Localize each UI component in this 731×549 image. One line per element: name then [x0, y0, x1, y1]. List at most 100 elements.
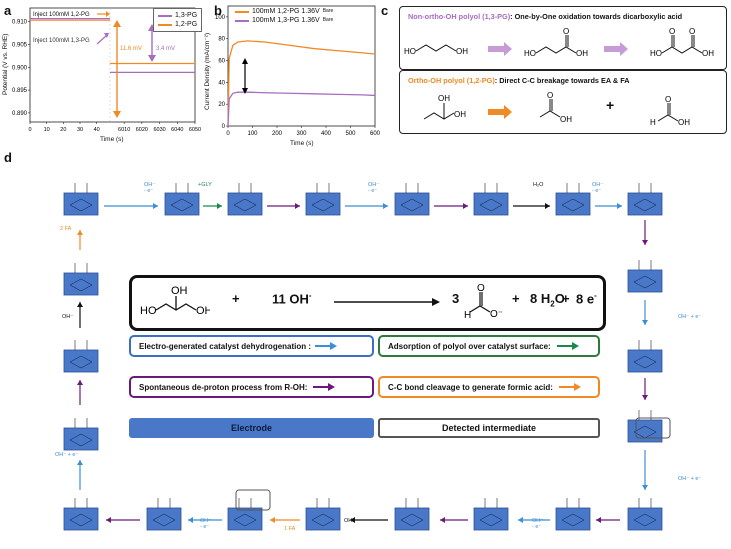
legend-a-13: 1,3-PG: [158, 11, 197, 20]
svg-text:O: O: [665, 95, 671, 104]
legend-cleavage: C-C bond cleavage to generate formic aci…: [378, 376, 600, 398]
bottom-arrow-4-head: [350, 517, 355, 523]
right-catalyst-1: [627, 340, 663, 373]
step-label-bottom-oh: OH⁻: [344, 518, 356, 524]
step-label-h2o: H₂O: [533, 182, 544, 188]
bottom-catalyst-6-lattice: [561, 513, 585, 527]
eq-plus-2: +: [512, 291, 520, 306]
svg-text:OH: OH: [702, 49, 714, 58]
chart-b-xtick-label: 500: [345, 131, 356, 137]
step-b3-e: - e⁻: [532, 524, 542, 530]
bottom-catalyst-1: [146, 498, 182, 531]
left-arrow-4-head: [77, 230, 83, 235]
legend-deproton-arrow: [313, 383, 336, 391]
cycle-arrow-3-head: [295, 203, 300, 209]
chart-b-xtick-label: 400: [321, 131, 332, 137]
chart-a-ytick-label: 0.905: [12, 42, 28, 48]
bottom-catalyst-5-plate: [473, 507, 509, 531]
svg-text:O: O: [477, 283, 485, 294]
step-1-e: - e⁻: [144, 188, 154, 194]
bottom-arrow-1-head: [596, 517, 601, 523]
left-arrow-1-head: [77, 460, 83, 465]
chart-a-ytick-label: 0.910: [12, 20, 28, 26]
eq-hydroxide: 11 OH-: [272, 291, 312, 306]
svg-text:HO: HO: [140, 305, 157, 317]
svg-text:OH: OH: [171, 285, 188, 297]
left-catalyst-0-lattice: [69, 278, 93, 292]
inject-label-12: Inject 100mM 1,2-PG: [33, 12, 90, 18]
legend-cleavage-text: C-C bond cleavage to generate formic aci…: [388, 382, 553, 392]
legend-adsorption: Adsorption of polyol over catalyst surfa…: [378, 335, 600, 357]
arrow-c-13-2: [604, 42, 628, 56]
bottom-catalyst-3: [305, 498, 341, 531]
chart-b-ytick-label: 0: [222, 124, 226, 130]
left-catalyst-1-lattice: [69, 355, 93, 369]
step-label-1fa: 1 FA: [284, 526, 296, 532]
bottom-catalyst-7: [627, 498, 663, 531]
top-catalyst-7-lattice: [633, 198, 657, 212]
step-label-right-1: OH⁻ + e⁻: [678, 314, 702, 320]
delta-arrow-12-head-bottom: [113, 111, 121, 118]
right-arrow-4-head: [642, 485, 648, 490]
left-catalyst-0: [63, 263, 99, 296]
cycle-arrow-6-head: [545, 203, 550, 209]
right-catalyst-0-lattice: [633, 275, 657, 289]
legend-a-12-label: 1,2-PG: [175, 21, 198, 28]
legend-b-13-swatch: [235, 19, 249, 22]
step-b1-e: - e⁻: [200, 524, 210, 530]
eq-water-o: O: [554, 291, 565, 306]
glycerol-structure: HO OH OH: [140, 285, 210, 317]
legend-dehydrogenation: Electro-generated catalyst dehydrogenati…: [129, 335, 374, 357]
top-catalyst-4-plate: [394, 192, 430, 216]
panel-label-d: d: [4, 150, 12, 165]
bottom-catalyst-6: [555, 498, 591, 531]
right-arrow-1-head: [642, 240, 648, 245]
chart-a-xtick-label: 6010: [118, 127, 130, 133]
step-b1-oh: OH⁻: [200, 518, 212, 524]
chart-a-ytick-label: 0.890: [12, 111, 28, 117]
panel-c-12-desc: : Direct C-C breakage towards EA & FA: [494, 76, 630, 85]
chart-b-ytick-label: 60: [218, 59, 225, 65]
bottom-catalyst-6-plate: [555, 507, 591, 531]
chart-a-xtick-label: 30: [77, 127, 83, 133]
panel-c-13-scheme: HO OH HO O OH HO O O OH: [404, 27, 714, 58]
molecule-hpa: [535, 46, 577, 54]
cycle-arrow-4-head: [383, 203, 388, 209]
legend-intermediate: Detected intermediate: [378, 418, 600, 438]
step-label-2fa: 2 FA: [60, 226, 72, 232]
step-label-1: OH⁻- e⁻: [144, 182, 155, 194]
step-1-oh: OH⁻: [144, 182, 156, 188]
left-catalyst-2-plate: [63, 427, 99, 451]
bottom-catalyst-1-plate: [146, 507, 182, 531]
right-catalyst-1-lattice: [633, 355, 657, 369]
delta-label-13: 3.4 mV: [156, 46, 176, 52]
top-catalyst-2: [227, 183, 263, 216]
cycle-arrow-5-head: [463, 203, 468, 209]
molecule-acetic: [539, 110, 561, 118]
svg-text:O: O: [547, 91, 553, 100]
legend-deproton: Spontaneous de-proton process from R-OH:: [129, 376, 374, 398]
eq-water: 8 H2O: [530, 291, 565, 309]
step-label-bottom-3: OH⁻- e⁻: [532, 518, 543, 530]
panel-c-13-label: Non-ortho-OH polyol (1,3-PG): [408, 12, 511, 21]
cycle-arrow-2-head: [217, 203, 222, 209]
top-catalyst-7-plate: [627, 192, 663, 216]
bottom-arrow-5-head: [270, 517, 275, 523]
step-3-oh: OH⁻: [368, 182, 380, 188]
arrow-c-12: [488, 105, 512, 119]
bottom-catalyst-7-plate: [627, 507, 663, 531]
bottom-catalyst-2-plate: [227, 507, 263, 531]
svg-text:O: O: [563, 27, 569, 36]
formate-structure: H O O⁻: [464, 283, 503, 321]
svg-text:HO: HO: [524, 49, 536, 58]
chart-a-ytick-label: 0.900: [12, 65, 28, 71]
left-catalyst-0-plate: [63, 272, 99, 296]
top-catalyst-1: [164, 183, 200, 216]
bottom-catalyst-2-lattice: [233, 513, 257, 527]
delta-label-12: 11.6 mV: [120, 46, 142, 52]
eq-oh-sup: -: [308, 291, 312, 300]
chart-b-ytick-label: 20: [218, 102, 225, 108]
chart-a-xtick-label: 6030: [153, 127, 165, 133]
